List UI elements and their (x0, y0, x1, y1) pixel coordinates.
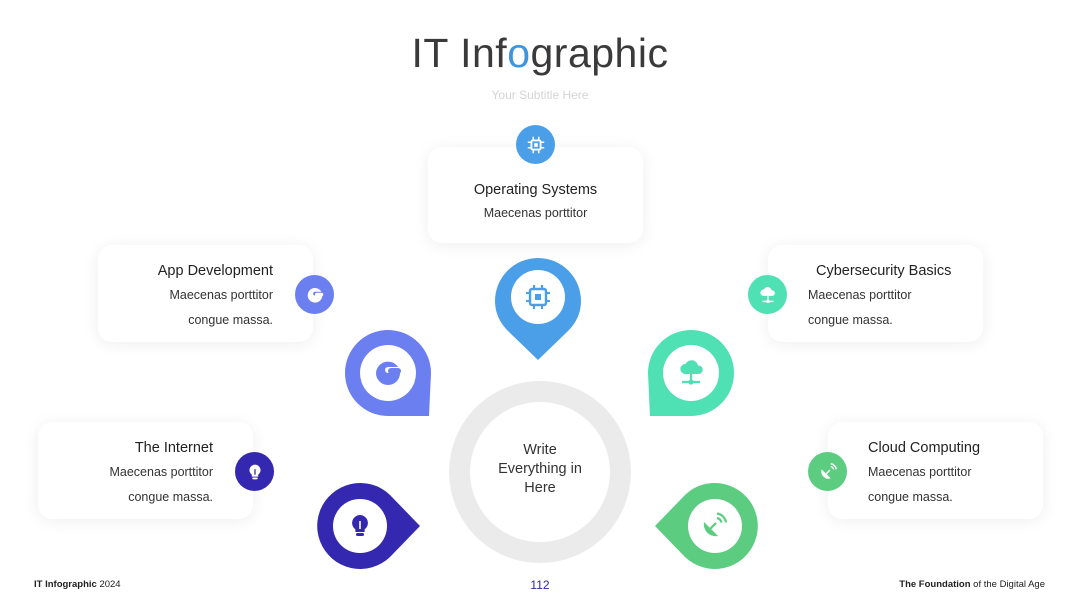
pin-app-development (345, 330, 431, 416)
card-title: Cloud Computing (868, 440, 981, 456)
card-text-line1: Maecenas porttitor (169, 288, 273, 302)
card-text-line2: congue massa. (808, 313, 893, 327)
card-app-development: App Development Maecenas porttitor congu… (98, 245, 313, 342)
center-text-line3: Here (524, 480, 556, 496)
lightbulb-icon (235, 452, 274, 491)
title-accent-letter: o (507, 30, 531, 76)
card-the-internet: The Internet Maecenas porttitor congue m… (38, 422, 253, 519)
card-title: The Internet (134, 440, 213, 456)
footer-right: The Foundation of the Digital Age (899, 579, 1045, 590)
card-text-line1: Maecenas porttitor (808, 288, 912, 302)
card-text-line1: Maecenas porttitor (109, 465, 213, 479)
card-title: Cybersecurity Basics (816, 263, 952, 279)
pin-cybersecurity (648, 330, 734, 416)
footer-right-text: of the Digital Age (970, 579, 1045, 590)
title-text-start: IT Inf (411, 30, 508, 76)
vr-headset-icon (295, 275, 334, 314)
card-text-line2: congue massa. (188, 313, 273, 327)
page-subtitle: Your Subtitle Here (491, 88, 589, 102)
center-text-line1: Write (523, 442, 557, 458)
footer-left-year: 2024 (96, 579, 121, 590)
card-title: App Development (157, 263, 273, 279)
card-text-line2: congue massa. (128, 490, 213, 504)
page-title: IT Infographic (0, 30, 1080, 77)
page-number: 112 (530, 578, 550, 592)
pin-operating-systems (495, 258, 581, 360)
footer-left-bold: IT Infographic (34, 579, 97, 590)
center-text-line2: Everything in (498, 461, 582, 477)
footer-right-bold: The Foundation (899, 579, 971, 590)
pin-the-internet (317, 482, 420, 569)
card-title: Operating Systems (473, 182, 598, 198)
card-text-line2: congue massa. (868, 490, 953, 504)
card-cybersecurity-basics: Cybersecurity Basics Maecenas porttitor … (768, 245, 983, 342)
footer-left: IT Infographic 2024 (34, 579, 121, 590)
title-text-end: graphic (530, 30, 669, 76)
card-cloud-computing: Cloud Computing Maecenas porttitor congu… (828, 422, 1043, 519)
satellite-dish-icon (808, 452, 847, 491)
cloud-network-icon (748, 275, 787, 314)
chip-icon (516, 125, 555, 164)
card-text: Maecenas porttitor (483, 206, 588, 220)
pin-cloud-computing (655, 482, 758, 569)
center-text: Write Everything in Here (480, 441, 600, 498)
card-text-line1: Maecenas porttitor (868, 465, 972, 479)
